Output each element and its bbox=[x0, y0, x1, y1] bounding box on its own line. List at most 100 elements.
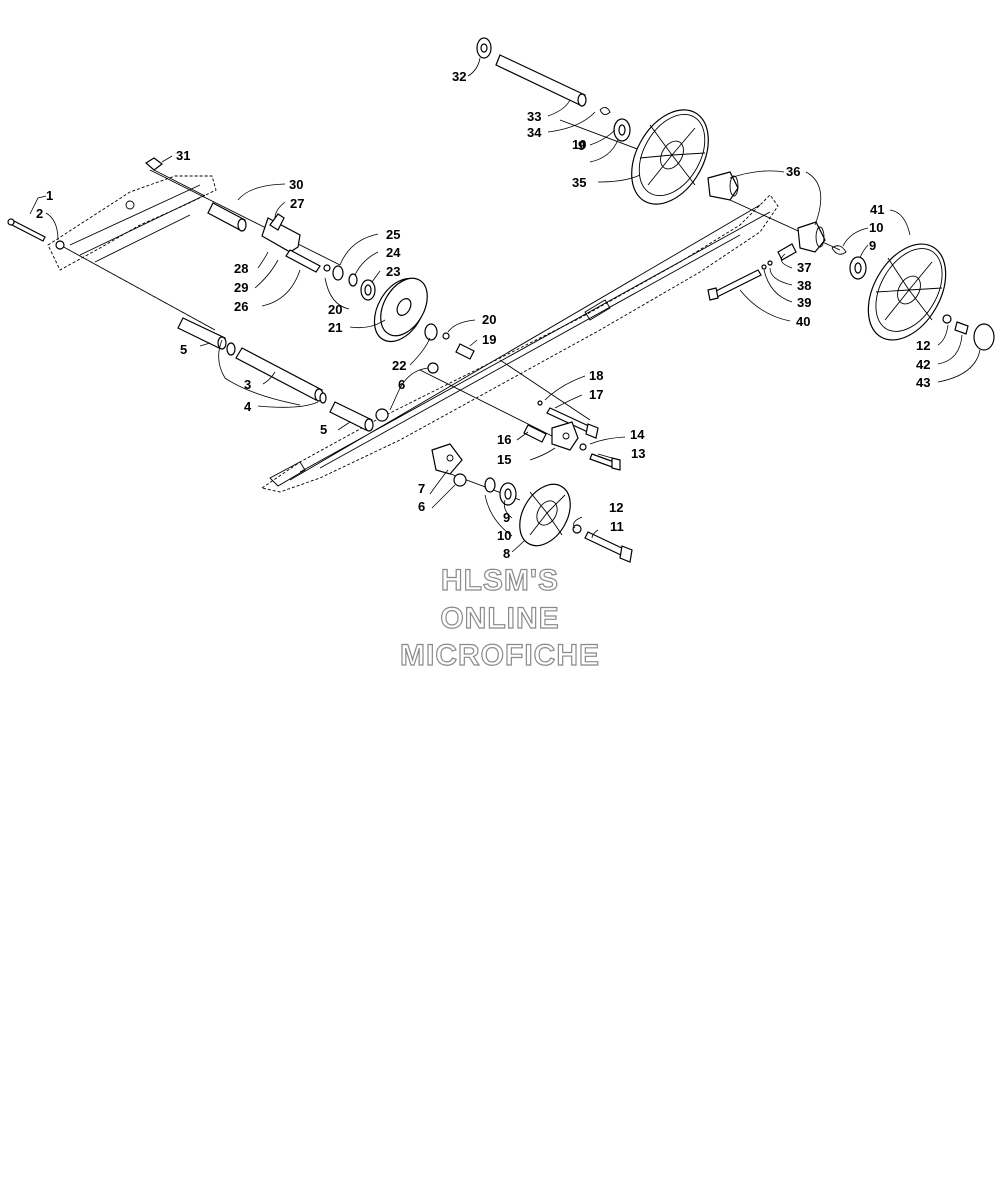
part-spacer-5-right bbox=[329, 401, 374, 432]
callout-12-right: 12 bbox=[916, 338, 930, 353]
callout-9-right: 9 bbox=[869, 238, 876, 253]
callout-16: 16 bbox=[497, 432, 511, 447]
part-washer-22 bbox=[424, 323, 438, 341]
part-wheel-35 bbox=[631, 109, 709, 205]
leader-lines bbox=[29, 57, 981, 553]
callout-7: 7 bbox=[418, 481, 425, 496]
callout-11: 11 bbox=[610, 519, 624, 534]
callout-37: 37 bbox=[797, 260, 811, 275]
callout-34: 34 bbox=[527, 125, 542, 140]
callout-10-right: 10 bbox=[869, 220, 883, 235]
callout-labels: 1 2 3 4 5 5 6 6 7 8 9 9 9 10 10 10 11 12… bbox=[36, 69, 930, 561]
callout-22: 22 bbox=[392, 358, 406, 373]
callout-24: 24 bbox=[386, 245, 401, 260]
callout-33: 33 bbox=[527, 109, 541, 124]
callout-26: 26 bbox=[234, 299, 248, 314]
callout-31: 31 bbox=[176, 148, 190, 163]
callout-6-upper: 6 bbox=[398, 377, 405, 392]
part-spacer-16 bbox=[523, 424, 547, 443]
part-hub-36-left bbox=[707, 171, 739, 201]
callout-28: 28 bbox=[234, 261, 248, 276]
callout-14: 14 bbox=[630, 427, 645, 442]
right-rail bbox=[260, 194, 779, 493]
part-bearing-9-lower bbox=[499, 482, 517, 506]
callout-30: 30 bbox=[289, 177, 303, 192]
part-bearing-9-upper bbox=[613, 118, 631, 142]
part-bracket-7 bbox=[431, 443, 463, 475]
part-bushing-6-upper bbox=[375, 362, 439, 422]
part-ring-4-left bbox=[226, 342, 236, 356]
callout-1: 1 bbox=[46, 188, 53, 203]
part-washer-39 bbox=[761, 264, 767, 270]
part-washer-12-right bbox=[942, 314, 952, 324]
callout-10-upper: 10 bbox=[572, 137, 586, 152]
part-bolt-1 bbox=[7, 218, 46, 242]
part-washer-38 bbox=[767, 260, 773, 266]
part-ring-10-lower bbox=[484, 477, 496, 493]
part-bolt-31 bbox=[144, 157, 206, 197]
part-bushing-6-lower bbox=[453, 473, 467, 487]
callout-13: 13 bbox=[631, 446, 645, 461]
callout-41: 41 bbox=[870, 202, 884, 217]
callout-27: 27 bbox=[290, 196, 304, 211]
watermark-line-3: MICROFICHE bbox=[400, 639, 600, 672]
part-bearing-23 bbox=[360, 279, 376, 301]
left-rail bbox=[47, 175, 217, 271]
part-bolt-13 bbox=[589, 453, 621, 471]
callout-38: 38 bbox=[797, 278, 811, 293]
part-bolt-17 bbox=[546, 407, 599, 439]
part-washer-14 bbox=[579, 443, 587, 451]
part-cap-43 bbox=[973, 323, 995, 351]
part-washer-18 bbox=[537, 400, 543, 406]
part-axle-33 bbox=[495, 54, 587, 107]
part-arm-27-29 bbox=[261, 213, 321, 273]
part-wheel-21 bbox=[373, 277, 428, 343]
callout-9-upper: 9 bbox=[578, 138, 585, 153]
callout-32: 32 bbox=[452, 69, 466, 84]
callout-20-left: 20 bbox=[328, 302, 342, 317]
callout-15: 15 bbox=[497, 452, 511, 467]
part-ring-10-upper bbox=[599, 107, 611, 115]
part-spacer-5-left bbox=[177, 317, 227, 350]
watermark-line-1: HLSM'S bbox=[441, 564, 559, 597]
part-wheel-41 bbox=[867, 243, 947, 341]
part-washer-12-lower bbox=[572, 524, 582, 534]
callout-40: 40 bbox=[796, 314, 810, 329]
callout-25: 25 bbox=[386, 227, 400, 242]
callout-10-lower: 10 bbox=[497, 528, 511, 543]
callout-39: 39 bbox=[797, 295, 811, 310]
watermark-line-2: ONLINE bbox=[440, 602, 559, 635]
part-shaft-3 bbox=[235, 347, 324, 402]
part-bolt-11 bbox=[584, 531, 633, 563]
part-hub-36-right bbox=[797, 221, 826, 253]
callout-12-lower: 12 bbox=[609, 500, 623, 515]
callout-35: 35 bbox=[572, 175, 586, 190]
part-ring-4-right bbox=[319, 392, 327, 404]
callout-18: 18 bbox=[589, 368, 603, 383]
callout-29: 29 bbox=[234, 280, 248, 295]
cross-shafts bbox=[59, 119, 841, 501]
callout-19: 19 bbox=[482, 332, 496, 347]
callout-42: 42 bbox=[916, 357, 930, 372]
callout-17: 17 bbox=[589, 387, 603, 402]
callout-4: 4 bbox=[244, 399, 252, 414]
part-sleeve-37 bbox=[777, 243, 797, 261]
watermark: HLSM'S ONLINE MICROFICHE bbox=[399, 563, 600, 672]
part-bolt-40 bbox=[707, 269, 762, 301]
part-bearing-9-right bbox=[849, 256, 867, 280]
callout-5-right: 5 bbox=[320, 422, 327, 437]
part-spacer-19 bbox=[455, 343, 475, 360]
part-ring-25 bbox=[332, 265, 344, 281]
part-tube-30 bbox=[207, 202, 247, 232]
part-washer-2 bbox=[55, 240, 65, 250]
callout-5-left: 5 bbox=[180, 342, 187, 357]
callout-2: 2 bbox=[36, 206, 43, 221]
callout-36: 36 bbox=[786, 164, 800, 179]
part-bolt-42 bbox=[954, 321, 969, 335]
part-washer-20-lower bbox=[442, 332, 450, 340]
part-washer-32 bbox=[476, 37, 492, 59]
callout-43: 43 bbox=[916, 375, 930, 390]
callout-9-lower: 9 bbox=[503, 510, 510, 525]
